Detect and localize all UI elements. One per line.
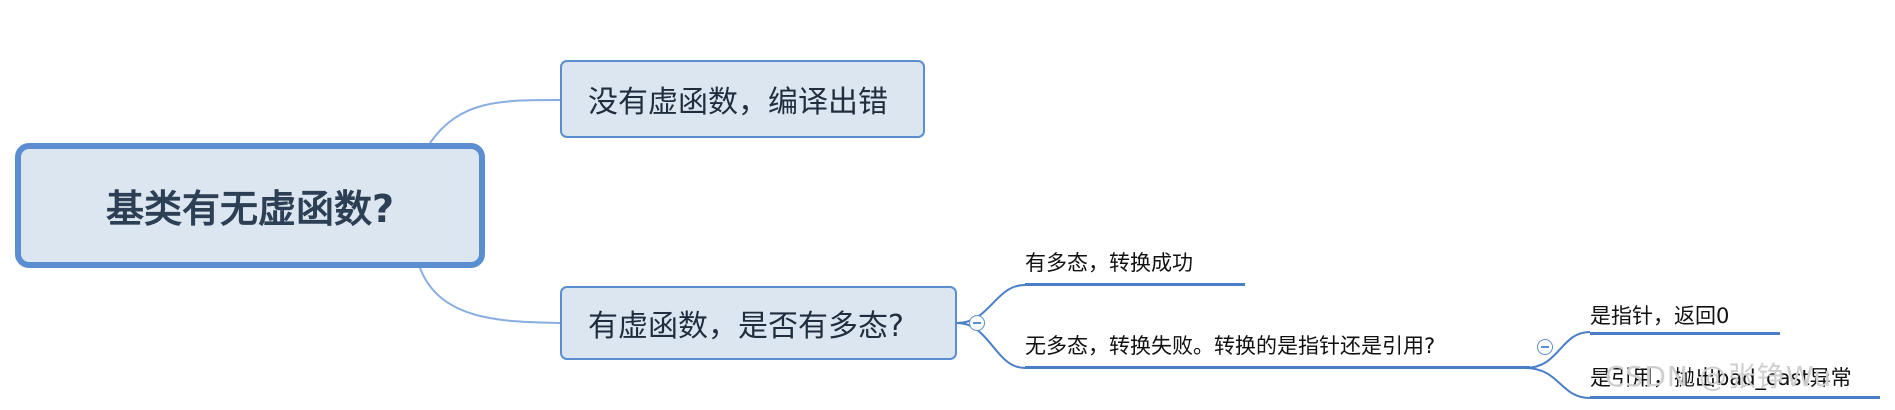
leaf-polymorphic-label: 有多态，转换成功: [1025, 251, 1193, 275]
leaf-pointer-label: 是指针，返回0: [1590, 304, 1730, 328]
collapse-toggle-icon[interactable]: [1537, 339, 1553, 355]
root-topic[interactable]: 基类有无虚函数?: [15, 143, 485, 268]
collapse-toggle-icon[interactable]: [969, 315, 985, 331]
connector-virtual-to-polymorphic: [956, 284, 1026, 324]
leaf-not-polymorphic[interactable]: 无多态，转换失败。转换的是指针还是引用?: [1025, 330, 1435, 360]
leaf-reference[interactable]: 是引用，抛出bad_cast异常: [1590, 362, 1852, 392]
topic-no-virtual-function[interactable]: 没有虚函数，编译出错: [560, 60, 925, 138]
leaf-underline: [1590, 332, 1780, 335]
topic-has-virtual-function-label: 有虚函数，是否有多态?: [588, 309, 904, 344]
leaf-not-polymorphic-label: 无多态，转换失败。转换的是指针还是引用?: [1025, 334, 1436, 358]
connector-virtual-to-not-polymorphic: [956, 322, 1026, 369]
connector-root-to-no-virtual: [429, 99, 561, 144]
connector-to-reference: [1524, 367, 1591, 399]
connector-root-to-virtual: [419, 267, 561, 324]
connector-to-pointer: [1524, 331, 1591, 369]
root-topic-label: 基类有无虚函数?: [105, 187, 395, 231]
leaf-underline: [1590, 396, 1880, 399]
leaf-polymorphic[interactable]: 有多态，转换成功: [1025, 247, 1193, 277]
watermark: CSDN @张铮Wu: [1605, 360, 1833, 393]
leaf-underline: [1025, 283, 1245, 286]
topic-no-virtual-function-label: 没有虚函数，编译出错: [588, 85, 888, 120]
leaf-reference-label: 是引用，抛出bad_cast异常: [1590, 366, 1852, 390]
topic-has-virtual-function[interactable]: 有虚函数，是否有多态?: [560, 286, 957, 360]
leaf-underline: [1025, 366, 1530, 369]
leaf-pointer[interactable]: 是指针，返回0: [1590, 300, 1729, 330]
